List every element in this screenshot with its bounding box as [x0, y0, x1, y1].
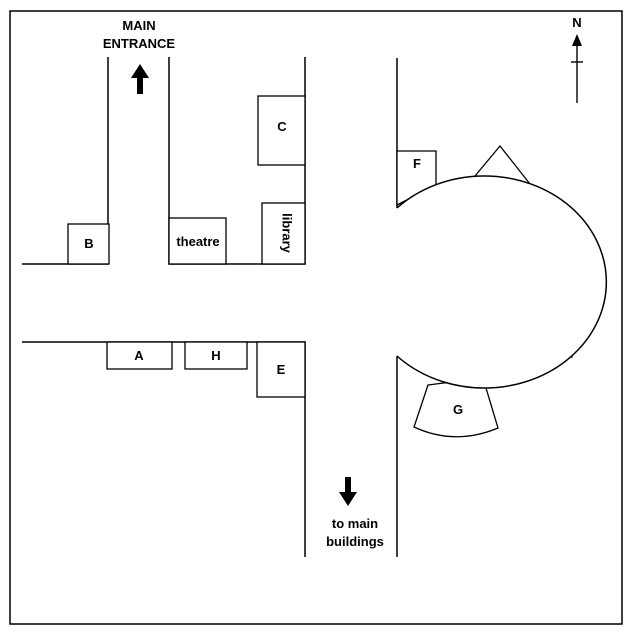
central-oval: [396, 175, 608, 389]
up-arrow-icon: [131, 64, 149, 94]
map-border: [9, 10, 623, 625]
building-b: [67, 223, 110, 265]
down-arrow-icon: [339, 477, 357, 506]
building-e: [256, 341, 306, 398]
north-label: N: [572, 15, 581, 30]
building-library-label: library: [280, 213, 295, 254]
building-a-label: A: [134, 348, 144, 363]
roads: [22, 57, 398, 557]
building-b-label: B: [84, 236, 93, 251]
main-entrance-label-line1: MAIN: [122, 18, 155, 33]
building-a: [106, 341, 173, 370]
building-g-label: G: [453, 402, 463, 417]
building-theatre-label: theatre: [176, 234, 219, 249]
building-c: [257, 95, 306, 166]
building-h-label: H: [211, 348, 220, 363]
north-arrow-icon: [571, 34, 583, 103]
building-g: [413, 377, 499, 438]
building-f-label: F: [413, 156, 421, 171]
main-entrance-label-line2: ENTRANCE: [103, 36, 176, 51]
building-library: [261, 202, 306, 265]
building-theatre: [168, 217, 227, 265]
to-main-buildings-label-line1: to main: [332, 516, 378, 531]
building-e-label: E: [277, 362, 286, 377]
building-h: [184, 341, 248, 370]
to-main-buildings-label-line2: buildings: [326, 534, 384, 549]
building-c-label: C: [277, 119, 287, 134]
